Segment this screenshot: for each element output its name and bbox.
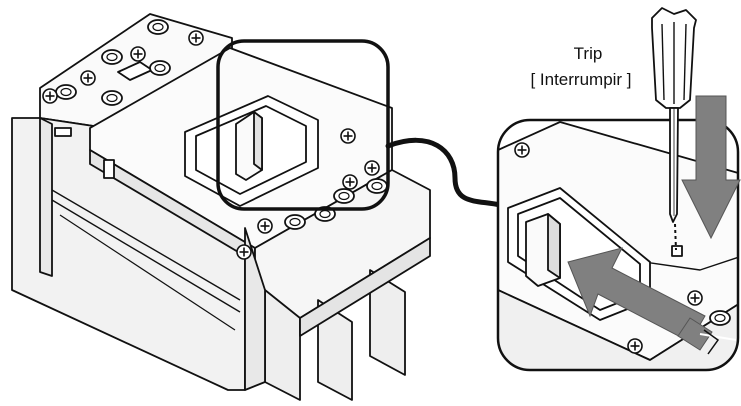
arrow-down-icon [681,95,741,240]
interrumpir-label: [ Interrumpir ] [530,70,632,89]
circuit-breaker [11,13,431,401]
connector-line [385,137,503,208]
arrow-diagonal-icon [567,247,737,355]
guide-dotted-line [674,223,677,251]
trip-label: Trip [573,44,603,63]
screwdriver-icon [651,7,697,223]
highlight-frame [216,39,390,211]
